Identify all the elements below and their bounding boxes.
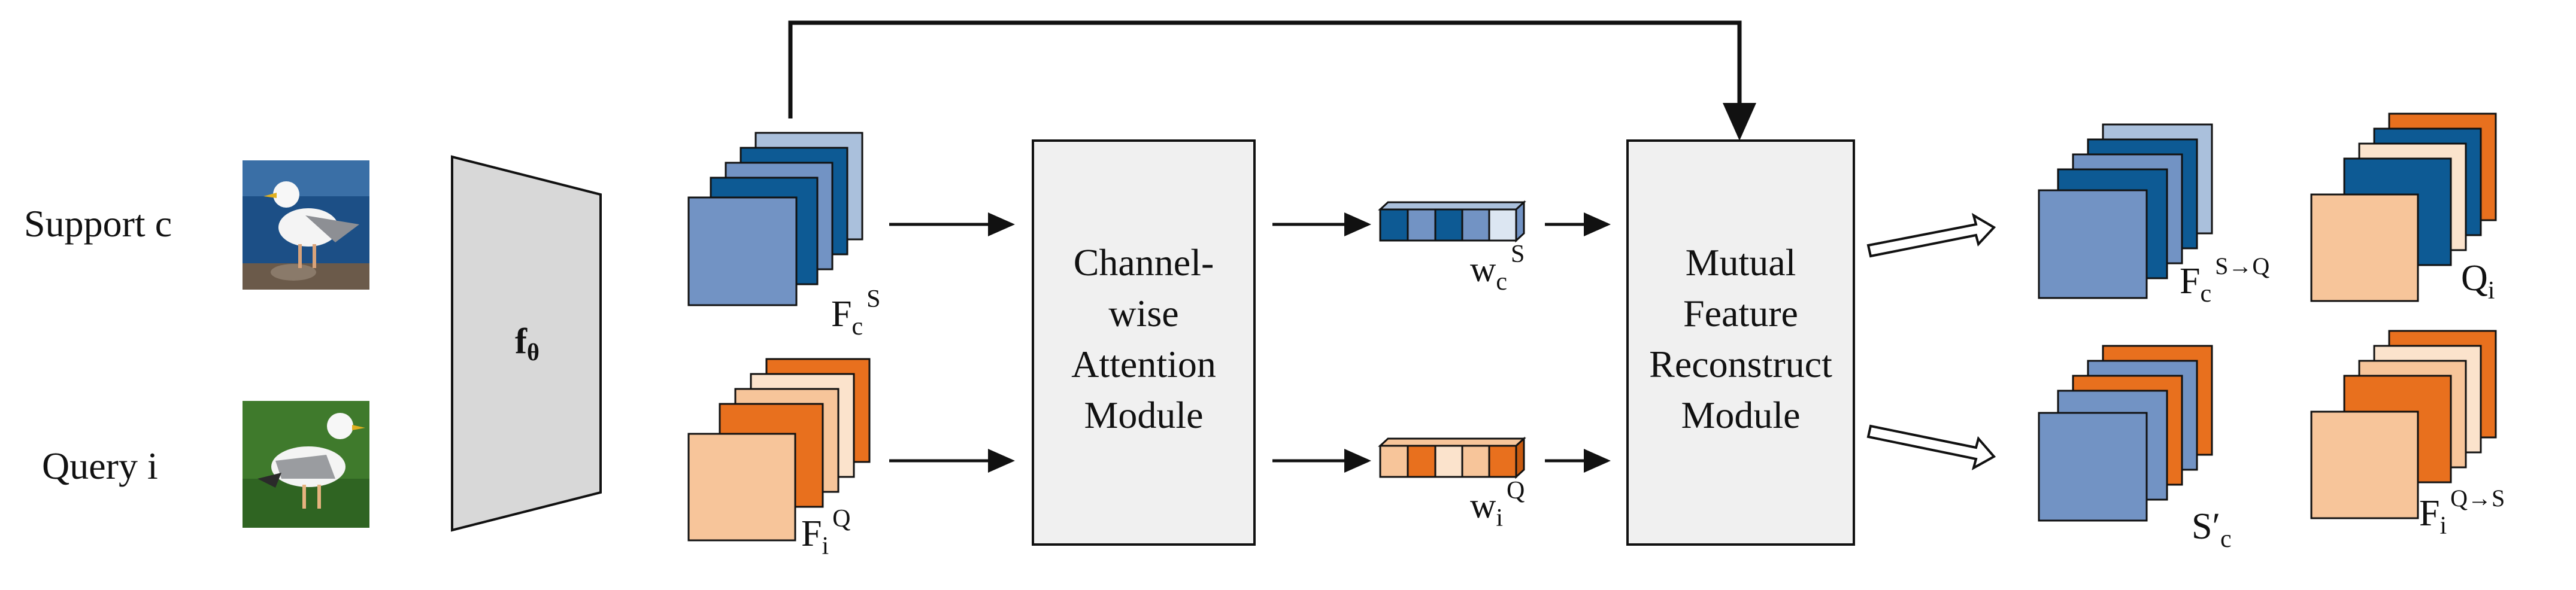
- svg-text:fθ: fθ: [515, 321, 540, 366]
- channel-wise-attention-module: Channel- wise Attention Module: [1032, 139, 1256, 546]
- support-to-query-label: FcS→Q: [2180, 253, 2269, 308]
- reconstruct-line2: Feature: [1683, 292, 1798, 334]
- support-weight-vector: [1378, 200, 1526, 243]
- support-weight-label: wcS: [1470, 241, 1525, 296]
- attention-line4: Module: [1084, 394, 1203, 436]
- attention-line2: wise: [1108, 292, 1178, 334]
- query-feature-stack: [687, 358, 871, 542]
- output-arrow-top: [1866, 212, 1996, 258]
- support-feature-stack: [687, 132, 863, 306]
- reconstruct-line4: Module: [1681, 394, 1800, 436]
- query-label: Query i: [42, 445, 158, 487]
- query-to-support-feature-stack: [2310, 330, 2497, 519]
- mutual-feature-reconstruct-module: Mutual Feature Reconstruct Module: [1626, 139, 1855, 546]
- query-feature-label: FiQ: [801, 505, 851, 560]
- output-arrow-bottom: [1866, 424, 1996, 471]
- support-reconstructed-label: S′c: [2192, 506, 2232, 553]
- query-weight-label: wiQ: [1470, 477, 1525, 532]
- skip-connection-arrow: [788, 20, 1756, 141]
- query-to-support-label: FiQ→S: [2419, 485, 2505, 540]
- attention-line3: Attention: [1071, 343, 1216, 385]
- backbone-label: f: [515, 321, 528, 361]
- support-image: [243, 160, 369, 290]
- backbone-encoder: fθ: [451, 155, 602, 532]
- reconstruct-line3: Reconstruct: [1649, 343, 1832, 385]
- query-weight-vector: [1378, 436, 1526, 479]
- backbone-subscript: θ: [527, 339, 540, 366]
- query-original-feature-stack: [2310, 112, 2497, 302]
- support-reconstructed-feature-stack: [2038, 345, 2213, 522]
- query-image: [243, 401, 369, 528]
- support-feature-label: FcS: [831, 285, 881, 340]
- query-original-label: Qi: [2461, 258, 2495, 305]
- reconstruct-line1: Mutual: [1686, 241, 1796, 284]
- support-label: Support c: [24, 202, 172, 245]
- support-to-query-feature-stack: [2038, 123, 2213, 299]
- attention-line1: Channel-: [1074, 241, 1214, 284]
